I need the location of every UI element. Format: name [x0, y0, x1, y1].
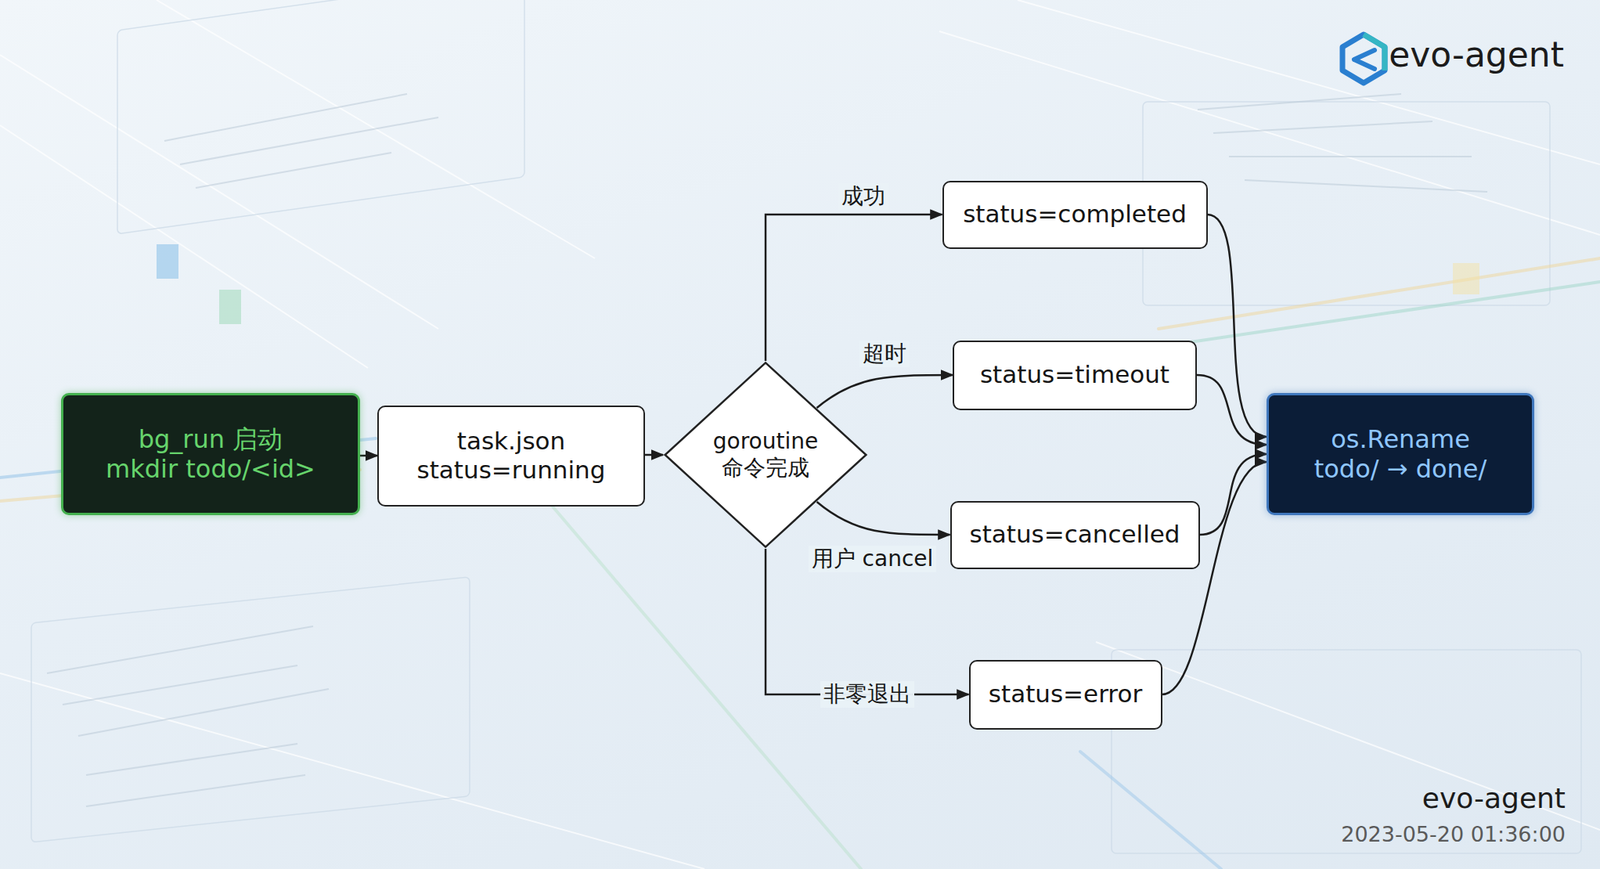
logo-icon: [1342, 34, 1385, 83]
decision-diamond: goroutine 命令完成: [663, 360, 869, 549]
connector-arrow: [765, 214, 943, 361]
status-box: status=cancelled: [950, 500, 1200, 570]
edge-label: 用户 cancel: [808, 545, 937, 573]
node-text: task.json status=running: [393, 426, 629, 485]
connector-arrow: [1207, 214, 1268, 437]
connector-arrow: [645, 454, 664, 457]
edge-label: 成功: [838, 183, 889, 210]
edge-label: 超时: [859, 340, 910, 368]
connector-arrow: [817, 501, 951, 535]
connector-arrow: [1196, 374, 1267, 445]
process-box: task.json status=running: [377, 405, 646, 507]
status-box: status=error: [969, 659, 1163, 730]
node-text: status=cancelled: [969, 519, 1180, 549]
connector-arrow: [360, 454, 378, 458]
logo-text: evo-agent: [1388, 34, 1564, 76]
end-box: os.Rename todo/ → done/: [1266, 392, 1535, 516]
node-text: status=timeout: [980, 360, 1170, 390]
status-box: status=completed: [942, 180, 1208, 249]
connector-arrow: [1200, 454, 1268, 535]
connector-arrow: [1162, 461, 1268, 695]
node-text: goroutine 命令完成: [687, 428, 844, 481]
node-text: bg_run 启动 mkdir todo/<id>: [77, 424, 344, 485]
node-text: status=completed: [962, 199, 1187, 229]
timestamp: 2023-05-20 01:36:00: [1340, 821, 1566, 847]
edge-label: 非零退出: [820, 681, 915, 708]
node-text: os.Rename todo/ → done/: [1282, 424, 1518, 485]
brand-text: evo-agent: [1422, 781, 1566, 815]
node-text: status=error: [988, 679, 1143, 709]
connector-arrow: [817, 374, 954, 408]
start-box: bg_run 启动 mkdir todo/<id>: [61, 392, 361, 516]
status-box: status=timeout: [952, 340, 1197, 411]
